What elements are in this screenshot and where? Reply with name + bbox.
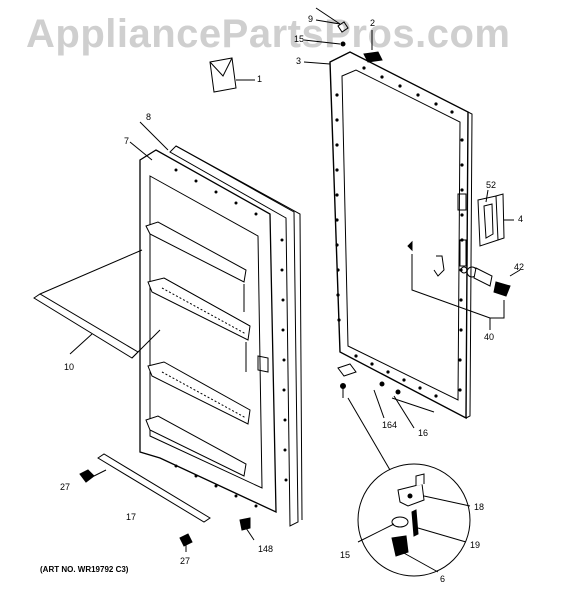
door-gasket — [169, 145, 303, 527]
callout-9: 9 — [308, 14, 314, 24]
callout-18: 18 — [474, 502, 485, 512]
callout-4: 4 — [518, 214, 524, 224]
callout-2: 2 — [370, 18, 376, 28]
callout-6: 6 — [440, 574, 446, 584]
callout-16: 16 — [418, 428, 429, 438]
callout-52: 52 — [486, 180, 497, 190]
callout-17: 17 — [126, 512, 137, 522]
callout-27-bottom: 27 — [180, 556, 191, 566]
shelf-bar — [33, 249, 161, 359]
watermark-text: AppliancePartsPros.com — [26, 12, 511, 56]
callout-19: 19 — [470, 540, 481, 550]
hinge-detail-circle — [357, 463, 471, 577]
hinge-bracket — [337, 363, 415, 471]
label-plate — [303, 19, 383, 65]
callout-3: 3 — [296, 56, 302, 66]
callout-15-top: 15 — [294, 34, 305, 44]
door-handle — [477, 189, 514, 247]
callout-10: 10 — [64, 362, 75, 372]
liner-screws — [174, 168, 288, 508]
callout-7: 7 — [124, 136, 130, 146]
leader-lines — [129, 7, 435, 413]
bottom-trim — [79, 453, 255, 552]
literature-envelope — [209, 57, 255, 93]
lock-assembly — [407, 240, 521, 330]
callout-148: 148 — [258, 544, 274, 554]
callout-8: 8 — [146, 112, 152, 122]
callout-42: 42 — [514, 262, 525, 272]
liner-shelves — [145, 221, 251, 477]
door-panel-screws — [335, 66, 464, 398]
callout-164: 164 — [382, 420, 398, 430]
callout-1: 1 — [257, 74, 263, 84]
art-number: (ART NO. WR19792 C3) — [40, 565, 129, 574]
door-liner — [139, 149, 277, 514]
callout-27-left: 27 — [60, 482, 71, 492]
callout-15-bottom: 15 — [340, 550, 351, 560]
callout-40: 40 — [484, 332, 495, 342]
outer-door-panel — [329, 51, 473, 420]
